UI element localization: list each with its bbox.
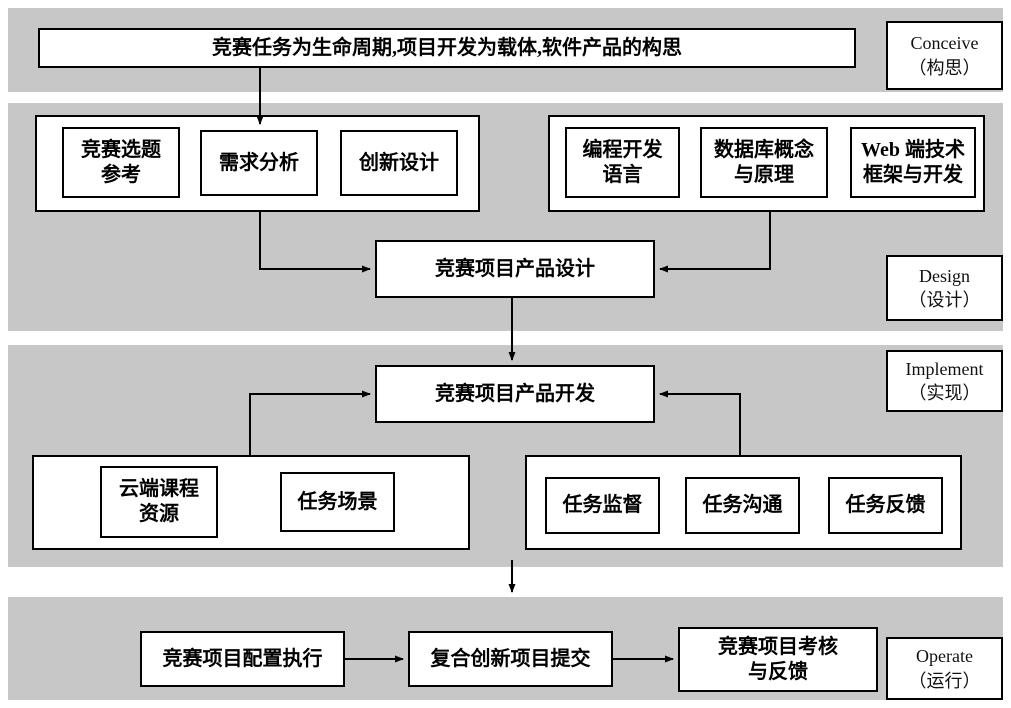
product-development-box: 竞赛项目产品开发 bbox=[375, 365, 655, 423]
operate-label-en: Operate bbox=[916, 646, 973, 667]
web-framework-box: Web 端技术 框架与开发 bbox=[850, 127, 976, 198]
implement-label: Implement （实现） bbox=[886, 350, 1003, 412]
conceive-main-box: 竞赛任务为生命周期,项目开发为载体,软件产品的构思 bbox=[38, 28, 856, 68]
task-scene-box: 任务场景 bbox=[280, 472, 395, 532]
project-config-box: 竞赛项目配置执行 bbox=[140, 631, 345, 687]
project-submit-box: 复合创新项目提交 bbox=[408, 631, 613, 687]
topic-reference-box: 竞赛选题 参考 bbox=[62, 127, 180, 198]
requirement-analysis-box: 需求分析 bbox=[200, 130, 318, 196]
task-communication-box: 任务沟通 bbox=[685, 477, 800, 534]
operate-label: Operate （运行） bbox=[886, 637, 1003, 700]
implement-left-group bbox=[32, 455, 470, 550]
cloud-course-resource-box: 云端课程 资源 bbox=[100, 466, 218, 538]
design-label-zh: （设计） bbox=[908, 290, 981, 310]
implement-label-zh: （实现） bbox=[908, 383, 981, 403]
programming-language-box: 编程开发 语言 bbox=[565, 127, 680, 198]
task-supervision-box: 任务监督 bbox=[545, 477, 660, 534]
conceive-label-zh: （构思） bbox=[908, 57, 981, 78]
design-label: Design （设计） bbox=[886, 255, 1003, 321]
design-label-en: Design bbox=[919, 265, 970, 286]
product-design-box: 竞赛项目产品设计 bbox=[375, 240, 655, 298]
conceive-label: Conceive （构思） bbox=[886, 21, 1003, 90]
innovation-design-box: 创新设计 bbox=[340, 130, 458, 196]
database-concept-box: 数据库概念 与原理 bbox=[700, 127, 828, 198]
task-feedback-box: 任务反馈 bbox=[828, 477, 943, 534]
project-assess-box: 竞赛项目考核 与反馈 bbox=[678, 627, 878, 692]
implement-label-en: Implement bbox=[905, 358, 984, 379]
conceive-label-en: Conceive bbox=[910, 33, 979, 54]
operate-label-zh: （运行） bbox=[908, 670, 981, 691]
